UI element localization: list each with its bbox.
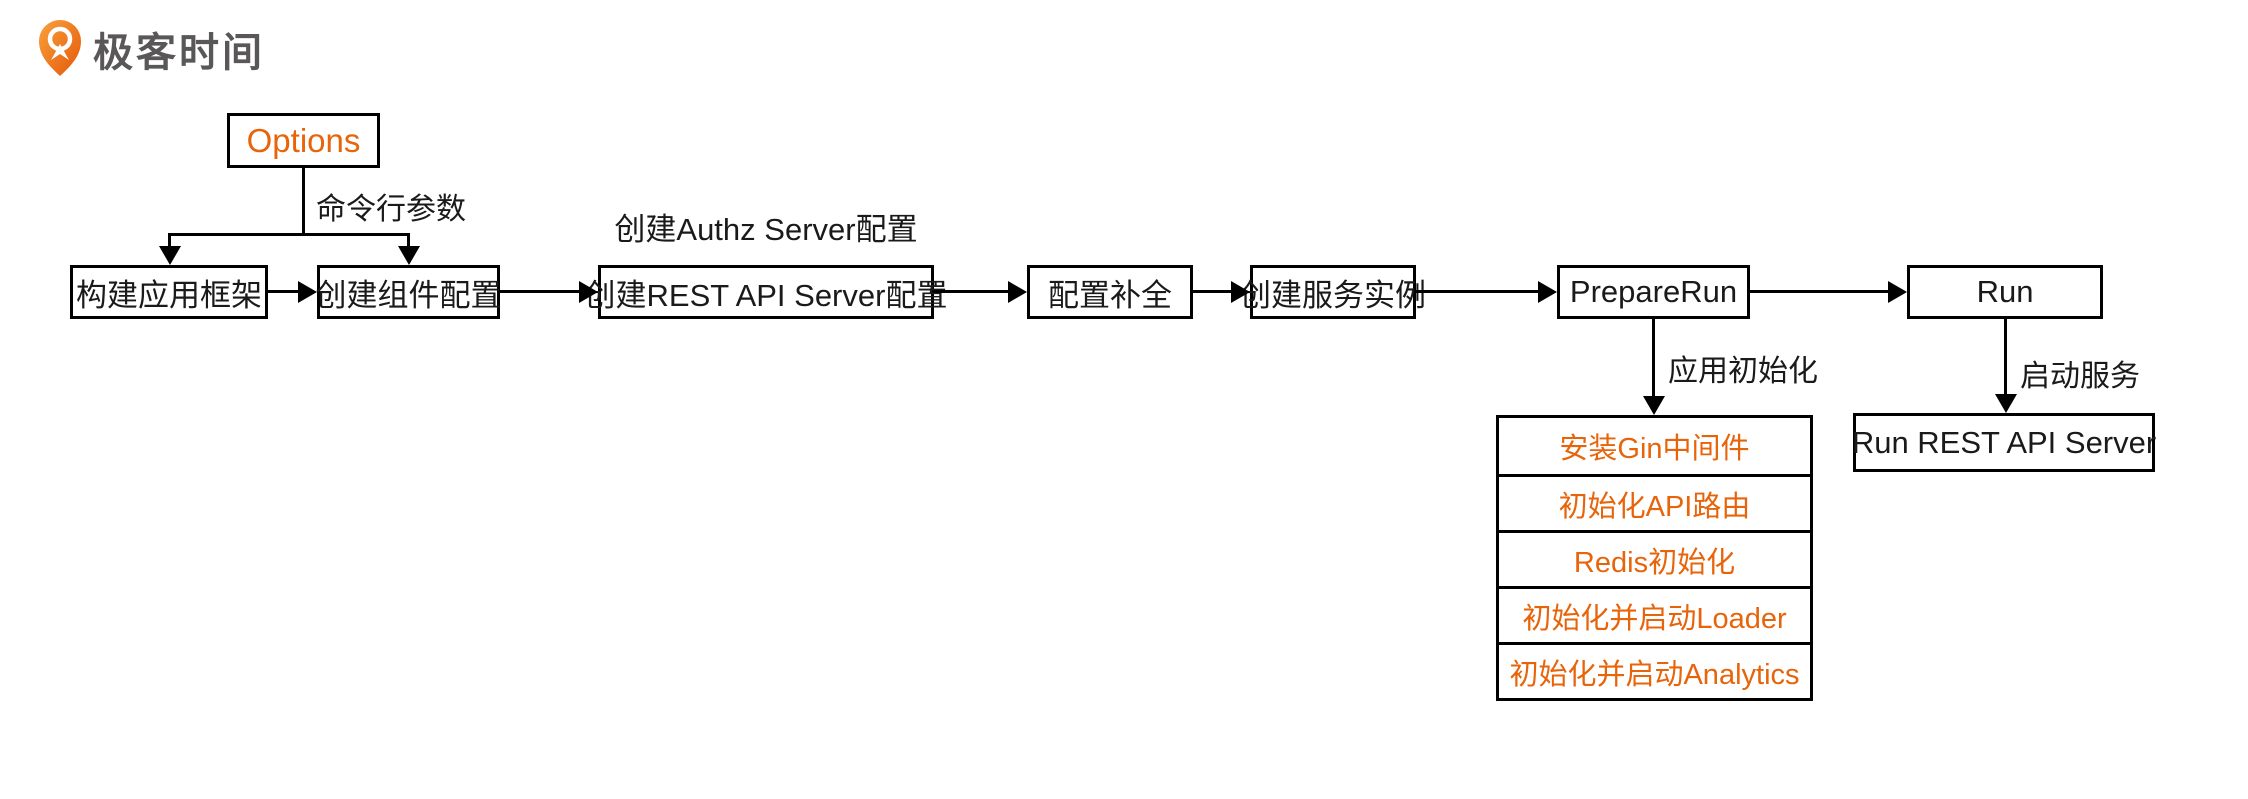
edge-label-app-initialization: 应用初始化: [1668, 355, 1818, 388]
arrow-options-to-step1: [158, 233, 181, 265]
note-authz-server-config: 创建Authz Server配置: [614, 212, 918, 247]
flow-node-label: Run: [1976, 274, 2034, 309]
arrow-step4-to-step5: [1193, 280, 1250, 303]
arrow-step6-to-step7: [1750, 280, 1907, 303]
arrow-run-to-run-rest-api-server: [1994, 319, 2017, 413]
flow-node-run: Run: [1907, 265, 2103, 319]
flow-node-label: 配置补全: [1048, 277, 1172, 313]
flow-node-run-rest-api-server: Run REST API Server: [1851, 413, 2157, 472]
flow-node-label: 创建REST API Server配置: [584, 277, 948, 313]
flow-node-create-service-instance: 创建服务实例: [1240, 265, 1426, 319]
init-step-label: 安装Gin中间件: [1559, 433, 1750, 465]
init-step-init-start-analytics: 初始化并启动Analytics: [1499, 642, 1810, 698]
edge-label-command-line-args: 命令行参数: [316, 193, 466, 226]
arrow-step1-to-step2: [268, 280, 317, 303]
arrow-options-to-step2: [397, 233, 420, 265]
arrow-step3-to-step4: [934, 280, 1027, 303]
init-step-redis-init: Redis初始化: [1499, 530, 1810, 586]
init-step-label: Redis初始化: [1573, 546, 1736, 579]
geektime-pin-icon: [39, 20, 81, 76]
arrow-preparerun-to-init-list: [1642, 319, 1665, 415]
flow-node-config-completion: 配置补全: [1027, 265, 1193, 319]
flow-node-prepare-run: PrepareRun: [1557, 265, 1750, 319]
arrow-step5-to-step6: [1416, 280, 1557, 303]
flow-node-options: Options: [227, 113, 380, 168]
flow-node-label: 创建组件配置: [315, 277, 502, 313]
flow-node-label: Run REST API Server: [1851, 424, 2157, 460]
options-branch-line: [168, 233, 410, 236]
init-step-init-start-loader: 初始化并启动Loader: [1499, 586, 1810, 642]
flow-node-create-component-config: 创建组件配置: [315, 265, 502, 319]
init-steps-list: 安装Gin中间件 初始化API路由 Redis初始化 初始化并启动Loader …: [1496, 415, 1813, 701]
init-step-init-api-routes: 初始化API路由: [1499, 474, 1810, 530]
options-stem-line: [302, 168, 305, 233]
init-step-install-gin-middleware: 安装Gin中间件: [1499, 418, 1810, 474]
brand-logo: 极客时间: [38, 18, 265, 78]
arrow-step2-to-step3: [500, 280, 598, 303]
edge-label-start-service: 启动服务: [2020, 360, 2140, 393]
flow-node-options-label: Options: [246, 121, 361, 159]
flow-node-create-rest-api-server-config: 创建REST API Server配置: [585, 265, 947, 319]
init-step-label: 初始化并启动Loader: [1522, 602, 1787, 635]
flow-node-label: 构建应用框架: [76, 277, 262, 313]
brand-name: 极客时间: [93, 31, 265, 75]
flow-node-build-app-framework: 构建应用框架: [70, 265, 268, 319]
flow-node-label: 创建服务实例: [1240, 277, 1426, 313]
flow-node-label: PrepareRun: [1569, 274, 1738, 309]
init-step-label: 初始化并启动Analytics: [1509, 658, 1800, 691]
init-step-label: 初始化API路由: [1558, 490, 1751, 523]
